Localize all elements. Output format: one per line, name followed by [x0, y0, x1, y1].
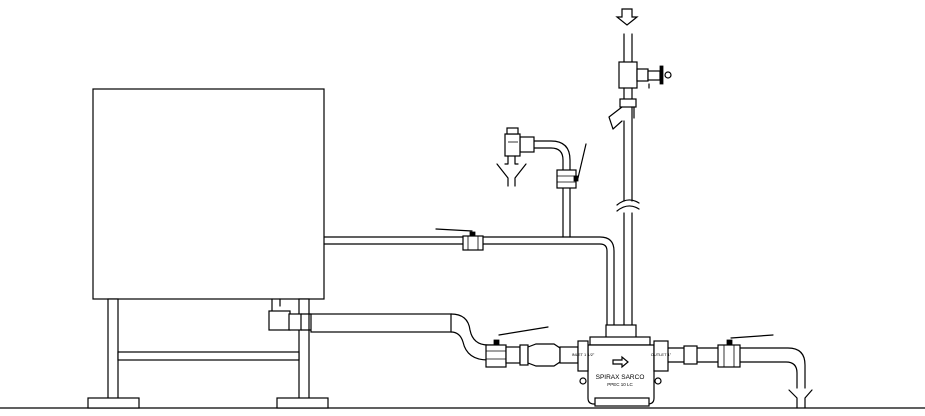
inlet-port-label: INLET 1 1/2" — [572, 352, 595, 357]
outlet-pipe — [667, 345, 813, 409]
globe-valve-steam — [636, 65, 672, 89]
safety-valve — [504, 127, 535, 165]
tundish — [496, 163, 527, 187]
ball-valve-inlet — [485, 326, 549, 368]
outlet-port-label: OUTLET 1" — [651, 352, 672, 357]
balance-branch — [533, 140, 571, 238]
ball-valve-outlet — [717, 334, 774, 368]
vent-pipe — [323, 236, 615, 326]
pipe-break-symbol — [616, 199, 640, 212]
pump-trap: SPIRAX SARCO PPEC 10 LC INLET 1 1/2" OUT… — [572, 324, 672, 407]
ball-valve-balance — [556, 143, 587, 189]
trap-brand-label: SPIRAX SARCO — [596, 374, 645, 381]
inlet-pipe — [268, 298, 495, 361]
receiver-tank — [92, 88, 325, 300]
steam-supply-pipe — [608, 33, 638, 326]
ball-valve-vent — [435, 228, 484, 251]
check-valve-inlet — [519, 343, 579, 367]
tank-stand — [87, 298, 329, 409]
trap-model-label: PPEC 10 LC — [607, 382, 633, 387]
steam-supply-arrow — [615, 8, 639, 26]
